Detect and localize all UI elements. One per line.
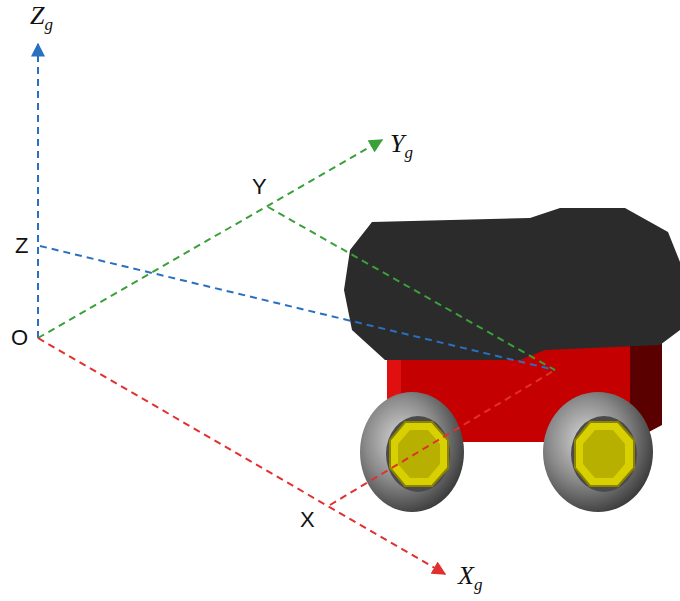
axis-label: Xg	[456, 562, 484, 595]
axis-label: Zg	[28, 2, 55, 35]
point-label: Z	[13, 234, 30, 258]
point-label: Y	[250, 175, 269, 199]
point-label: X	[298, 508, 317, 532]
axis-label: Yg	[388, 130, 415, 163]
z-axis	[37, 44, 39, 338]
y-projection	[268, 207, 555, 370]
x-projection	[330, 370, 555, 505]
origin-label: O	[9, 326, 30, 350]
z-projection	[40, 246, 555, 370]
y-axis	[38, 140, 382, 338]
